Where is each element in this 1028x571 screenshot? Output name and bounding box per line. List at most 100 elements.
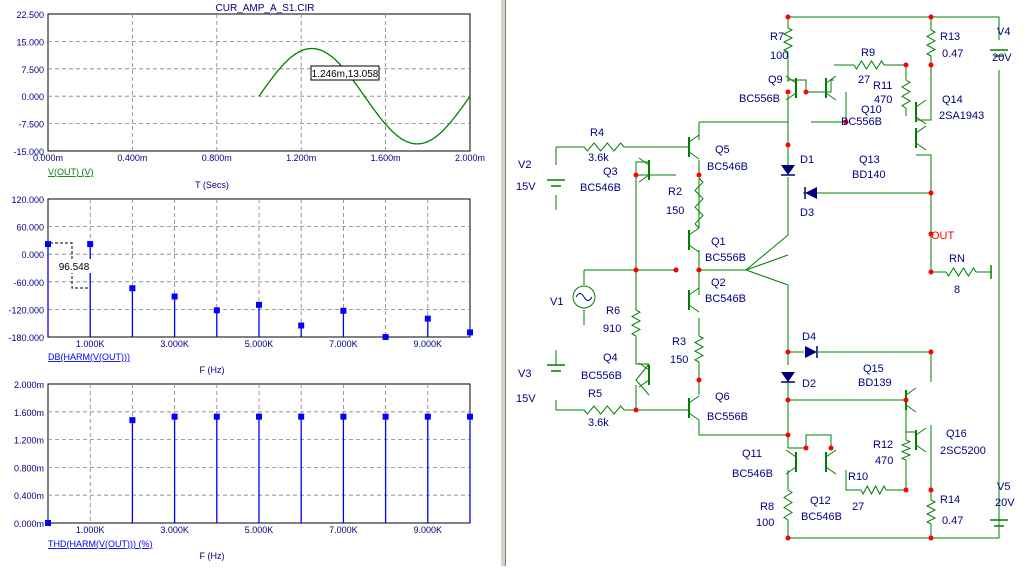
harmonic-point [340,307,347,314]
junction-node [928,535,934,541]
thd-point [298,413,305,420]
transistor-collector [785,75,797,84]
junction-node [633,267,639,273]
component-label: 910 [603,323,621,335]
resistor-symbol[interactable] [783,489,793,521]
transient-xtick: 0.400m [117,153,147,163]
junction-node [843,119,849,125]
component-label: 2SA1943 [939,110,984,122]
junction-node [928,269,934,275]
transient-xtick: 0.000m [33,153,63,163]
transistor-emitter [915,444,927,453]
resistor-symbol[interactable] [630,309,642,337]
thd-xtick: 3.000K [160,525,189,535]
resistor-symbol[interactable] [853,60,885,70]
component-label: R12 [873,439,893,451]
junction-node [828,445,834,451]
diode-symbol[interactable] [781,372,795,382]
harmonic-xtick: 1.000K [76,339,105,349]
resistor-symbol[interactable] [782,27,794,53]
transistor-emitter [825,92,837,101]
transient-xtick: 1.200m [286,153,316,163]
thd-x-label: F (Hz) [200,551,225,561]
resistor-symbol[interactable] [901,79,911,109]
harmonic-xtick: 3.000K [160,339,189,349]
resistor-symbol[interactable] [925,499,937,525]
delta-marker: 96.548 [50,242,92,289]
junction-node [785,142,791,148]
harmonic-point [256,301,262,308]
harmonic-ytick: 60.000 [16,223,44,233]
harmonic-ytick: -180.000 [8,333,44,343]
thd-point [340,413,347,420]
wire [788,79,807,92]
transistor-emitter [905,404,917,413]
junction-node [696,377,702,383]
component-label: BC556B [707,411,748,423]
component-label: OUT [931,230,955,242]
junction-node [673,267,679,273]
component-label: 100 [770,50,788,62]
resistor-symbol[interactable] [583,142,625,152]
sine-source-symbol[interactable] [572,285,596,309]
component-label: 470 [875,455,893,467]
resistor-symbol[interactable] [693,335,705,363]
resistor-symbol[interactable] [694,177,704,229]
junction-node [803,89,809,95]
resistor-symbol[interactable] [925,29,937,57]
component-label: Q3 [603,166,618,178]
diode-symbol[interactable] [805,187,817,199]
harmonic-ytick: -60.000 [13,278,44,288]
component-label: 20V [995,497,1015,509]
transient-xtick: 1.600m [371,153,401,163]
component-label: R11 [873,80,892,92]
junction-node [803,445,809,451]
diode-symbol[interactable] [781,165,795,175]
component-label: R6 [606,305,620,317]
harmonic-point [45,241,51,248]
component-label: Q13 [859,154,880,166]
transistor-collector [785,449,797,458]
plot-title: CUR_AMP_A_S1.CIR [216,3,315,14]
transistor-emitter [638,379,650,388]
component-label: 0.47 [942,515,963,527]
diode-symbol[interactable] [805,346,817,358]
resistor-symbol[interactable] [583,405,625,415]
resistor-symbol[interactable] [945,267,977,277]
resistor-symbol[interactable] [860,484,887,496]
transient-ytick: 7.500 [21,65,44,75]
harmonic-ytick: 0.000 [21,250,44,260]
thd-ytick: 0.800m [14,463,44,473]
component-label: 2SC5200 [940,445,986,457]
resistor-symbol[interactable] [900,439,912,461]
junction-node [928,231,934,237]
junction-node [696,172,702,178]
transistor-collector [638,362,650,371]
component-label: RN [949,253,965,265]
component-label: R13 [940,31,960,43]
transient-frame [47,13,471,152]
component-label: D2 [802,378,816,390]
harmonic-point [213,307,220,314]
wire [635,336,649,365]
component-label: Q2 [711,277,726,289]
wire [788,16,1000,40]
window-splitter[interactable] [500,0,506,566]
transient-plot[interactable]: 22.50015.0007.5000.000-7.500-15.0000.000… [13,10,485,163]
harmonic-db-plot[interactable]: 120.00060.0000.000-60.000-120.000-180.00… [8,195,473,349]
component-label: BC546B [707,161,748,173]
thd-plot[interactable]: 2.000m1.600m1.200m0.800m0.400m0.000m1.00… [14,380,473,535]
wire [884,64,907,80]
component-label: D4 [802,331,816,343]
component-label: Q5 [715,144,730,156]
component-label: Q11 [742,448,762,460]
transistor-collector [915,99,927,108]
component-label: 3.6k [588,152,609,164]
thd-point [256,413,262,420]
component-label: 15V [516,393,536,405]
plot-canvas: CUR_AMP_A_S1.CIR 22.50015.0007.5000.000-… [8,3,485,561]
component-label: 150 [670,354,688,366]
wire [788,434,832,449]
cursor-readout: 1.246m,13.058 [310,65,380,81]
